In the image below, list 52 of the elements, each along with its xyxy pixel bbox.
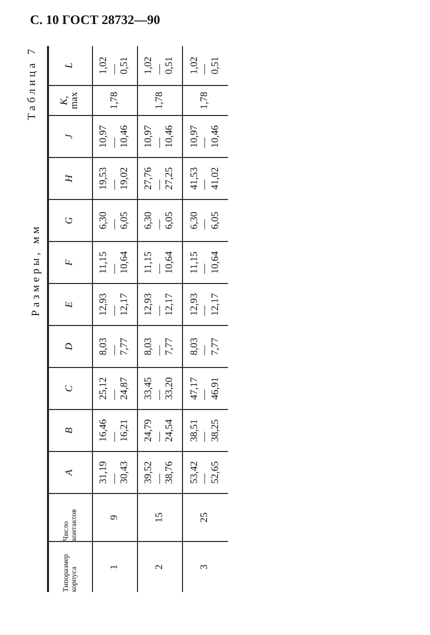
cell-value: 1,78 — [200, 92, 211, 110]
cell-value: 11,15—10,64 — [190, 251, 222, 274]
column-header: F — [64, 259, 76, 266]
cell-value: 1,02—0,51 — [99, 56, 131, 74]
cell-value: 8,03—7,77 — [190, 338, 222, 356]
column-header: A — [64, 469, 76, 476]
cell-value: 6,30—6,05 — [144, 212, 176, 230]
cell-value: 38,51—38,25 — [190, 419, 222, 442]
cell-value: 53,42—52,65 — [190, 461, 222, 484]
cell-value: 1,78 — [154, 92, 166, 110]
cell-value: 12,93—12,17 — [99, 293, 131, 316]
cell-value: 24,79—24,54 — [144, 419, 176, 442]
column-header: J — [64, 134, 76, 139]
cell-value: 31,19—30,43 — [99, 461, 131, 484]
cell-value: 27,76—27,25 — [144, 167, 176, 190]
column-header: E — [64, 301, 76, 308]
column-header: C — [64, 385, 76, 392]
cell-value: 1,78 — [110, 92, 120, 110]
cell-value: 19,53—19,02 — [99, 167, 131, 190]
cell-value: 6,30—6,05 — [99, 212, 131, 230]
cell-value: 11,15—10,64 — [99, 251, 131, 274]
column-header: D — [64, 342, 76, 350]
column-header: L — [64, 62, 76, 68]
cell-value: 33,45—33,20 — [144, 377, 176, 400]
cell-value: 3 — [200, 564, 211, 570]
cell-value: 12,93—12,17 — [144, 293, 176, 316]
cell-value: 11,15—10,64 — [144, 251, 176, 274]
column-group-header: Размеры, мм — [30, 224, 42, 316]
page-header: С. 10 ГОСТ 28732—90 — [30, 12, 160, 28]
table-caption: Таблица 7 — [26, 46, 38, 120]
cell-value: 9 — [110, 515, 120, 520]
cell-value: 10,97—10,46 — [144, 125, 176, 148]
cell-value: 25,12—24,87 — [99, 377, 131, 400]
cell-value: 1,02—0,51 — [144, 56, 176, 74]
cell-value: 2 — [154, 564, 166, 570]
column-header: H — [64, 174, 76, 182]
cell-value: 10,97—10,46 — [99, 125, 131, 148]
cell-value: 16,46—16,21 — [99, 419, 131, 442]
cell-value: 6,30—6,05 — [190, 212, 222, 230]
cell-value: 15 — [154, 512, 166, 522]
cell-value: 1 — [110, 564, 120, 570]
column-header: G — [64, 216, 76, 224]
cell-value: 8,03—7,77 — [99, 338, 131, 356]
cell-value: 1,02—0,51 — [190, 56, 222, 74]
cell-value: 12,93—12,17 — [190, 293, 222, 316]
cell-value: 39,52—38,76 — [144, 461, 176, 484]
cell-value: 8,03—7,77 — [144, 338, 176, 356]
column-header: B — [64, 427, 76, 434]
cell-value: 25 — [200, 512, 211, 522]
cell-value: 41,53—41,02 — [190, 167, 222, 190]
cell-value: 47,17—46,91 — [190, 377, 222, 400]
cell-value: 10,97—10,46 — [190, 125, 222, 148]
